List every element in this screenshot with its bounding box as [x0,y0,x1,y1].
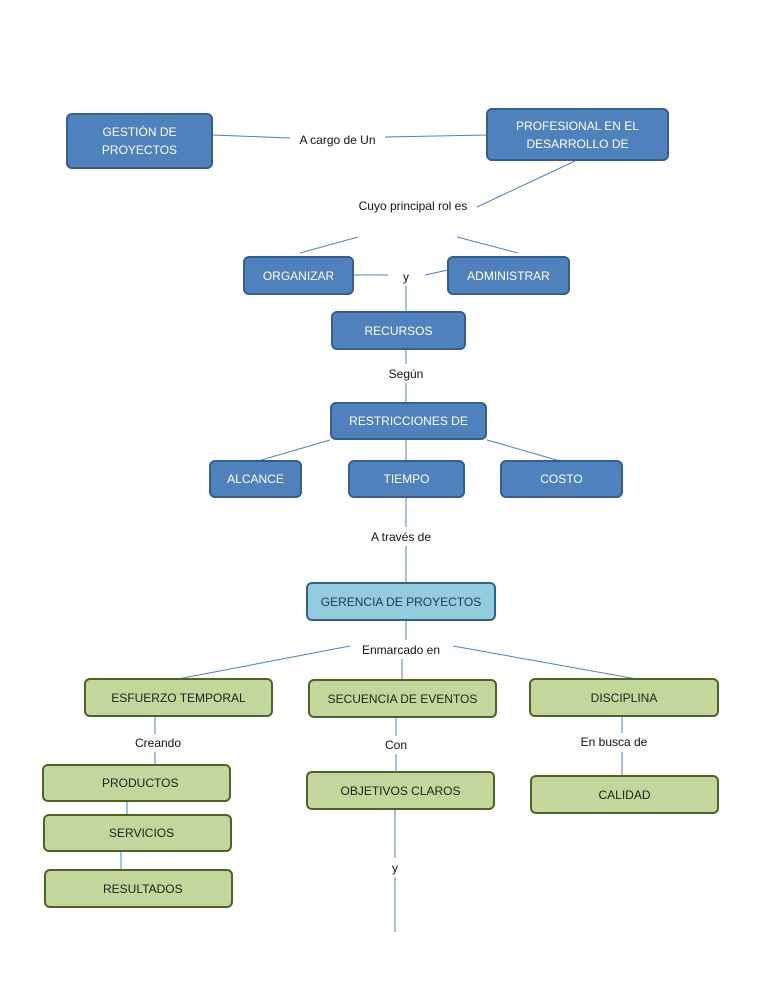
label-en-busca-de: En busca de [573,733,655,751]
node-alcance: ALCANCE [209,460,302,498]
line-y-administrar [424,269,449,276]
node-profesional-label: PROFESIONAL EN EL DESARROLLO DE [516,118,639,151]
label-a-traves-de: A través de [362,528,440,546]
node-organizar-label: ORGANIZAR [262,268,335,283]
node-alcance-label: ALCANCE [227,472,284,486]
node-restricciones: RESTRICCIONES DE [330,402,487,440]
line-enmarcado-disciplina [452,645,638,680]
label-con: Con [378,736,414,754]
label-y-objetivos: y [385,859,405,877]
line-enmarcado-esfuerzo [177,645,351,680]
node-servicios-label: SERVICIOS [109,826,175,840]
node-administrar-label: ADMINISTRAR [467,268,550,283]
node-resultados: RESULTADOS [44,869,233,908]
node-organizar: ORGANIZAR [243,256,354,295]
node-resultados-label: RESULTADOS [103,881,183,896]
node-recursos-label: RECURSOS [364,323,433,338]
label-creando: Creando [126,734,190,752]
node-gerencia-label: GERENCIA DE PROYECTOS [320,594,482,609]
label-segun: Según [378,365,434,383]
node-esfuerzo-label: ESFUERZO TEMPORAL [111,690,246,705]
node-costo-label: COSTO [540,472,583,486]
line-rol-organizar [299,236,359,254]
line-restricciones-costo [486,439,561,462]
node-costo: COSTO [500,460,623,498]
line-profesional-rol [476,160,576,208]
node-recursos: RECURSOS [331,311,466,350]
line-rol-administrar [456,236,519,254]
node-tiempo: TIEMPO [348,460,465,498]
node-servicios: SERVICIOS [43,814,232,852]
node-gestion-de-proyectos: GESTIÓN DE PROYECTOS [66,113,213,169]
node-administrar: ADMINISTRAR [447,256,570,295]
line-acargo-profesional [384,134,488,138]
node-esfuerzo-temporal: ESFUERZO TEMPORAL [84,678,273,717]
line-restricciones-alcance [257,439,331,462]
node-secuencia-de-eventos: SECUENCIA DE EVENTOS [308,679,497,718]
node-gestion-label: GESTIÓN DE PROYECTOS [101,125,178,157]
node-calidad: CALIDAD [530,775,719,814]
node-disciplina: DISCIPLINA [529,678,719,717]
label-y-roles: y [396,268,416,286]
node-tiempo-label: TIEMPO [383,472,430,486]
node-restricciones-label: RESTRICCIONES DE [349,414,468,428]
node-disciplina-label: DISCIPLINA [590,690,658,705]
node-gerencia-de-proyectos: GERENCIA DE PROYECTOS [306,582,496,621]
node-secuencia-label: SECUENCIA DE EVENTOS [327,691,478,706]
node-objetivos-label: OBJETIVOS CLAROS [340,783,461,798]
label-a-cargo-de-un: A cargo de Un [290,131,385,149]
node-profesional: PROFESIONAL EN EL DESARROLLO DE [486,108,669,161]
label-enmarcado-en: Enmarcado en [350,641,452,659]
node-calidad-label: CALIDAD [598,787,651,802]
line-gestion-acargo [211,134,291,139]
node-objetivos-claros: OBJETIVOS CLAROS [306,771,495,810]
label-cuyo-principal-rol: Cuyo principal rol es [358,197,468,215]
node-productos-label: PRODUCTOS [102,776,179,790]
node-productos: PRODUCTOS [42,764,231,802]
